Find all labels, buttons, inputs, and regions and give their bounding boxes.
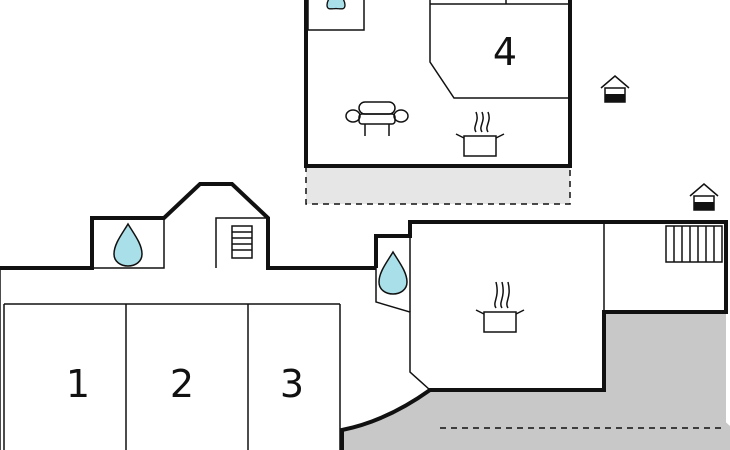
lower-floor-plan — [0, 182, 728, 450]
upper-floor-plan — [304, 0, 572, 205]
house-icon — [600, 75, 630, 103]
stairs-icon — [665, 225, 723, 263]
stairs-icon — [231, 225, 253, 259]
bathroom-wall — [92, 218, 165, 269]
cooking-pot-icon — [455, 111, 505, 157]
upper-terrace-outline — [305, 166, 571, 205]
stairs-wall — [215, 217, 268, 268]
room-4-label: 4 — [493, 30, 517, 74]
water-drop-icon — [326, 0, 346, 10]
cooking-pot-icon — [475, 281, 525, 333]
upper-terrace — [306, 166, 570, 204]
room-4-partition — [429, 0, 570, 99]
lower-bathroom-wall — [376, 235, 411, 312]
water-drop-icon — [113, 222, 143, 267]
upper-bathroom-wall — [307, 0, 365, 31]
house-icon — [689, 183, 719, 211]
sofa-icon — [345, 101, 409, 136]
lower-terrace — [342, 312, 726, 450]
water-drop-icon — [378, 250, 408, 295]
upper-outer-wall — [304, 0, 572, 168]
lower-right-wall — [340, 220, 728, 450]
room-2-label: 2 — [170, 362, 194, 406]
room-1-label: 1 — [66, 362, 90, 406]
room-3-label: 3 — [280, 362, 304, 406]
lower-left-top-wall — [0, 182, 376, 270]
